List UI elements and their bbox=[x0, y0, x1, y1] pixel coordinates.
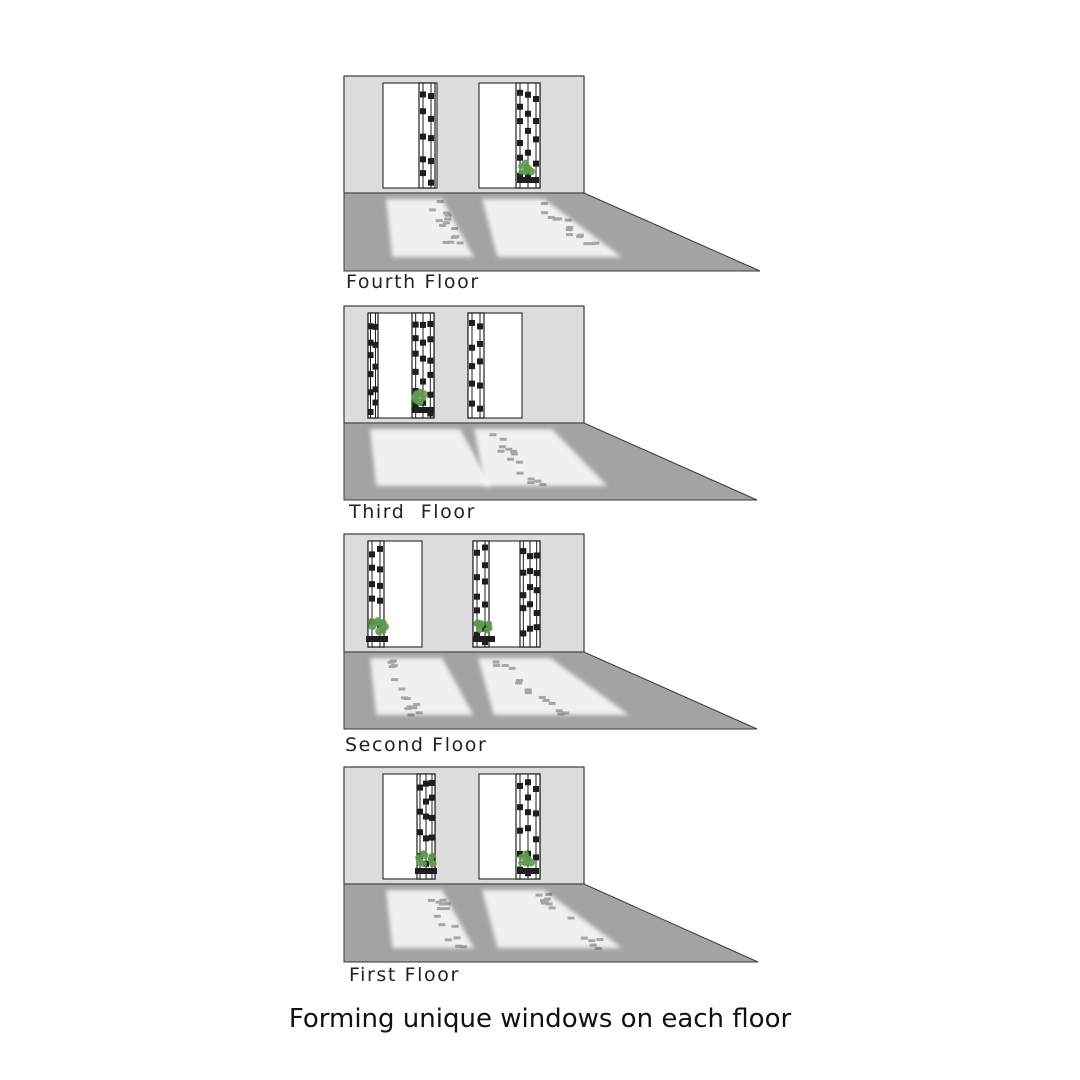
planter-1 bbox=[415, 850, 437, 874]
light-patch-2 bbox=[482, 890, 622, 948]
diagram-caption: Forming unique windows on each floor bbox=[288, 1004, 792, 1034]
shadow-pattern-2 bbox=[540, 202, 600, 246]
light-patch-1 bbox=[370, 658, 474, 715]
planter-1 bbox=[366, 617, 389, 642]
planter-2 bbox=[473, 619, 495, 642]
shadow-pattern-2 bbox=[492, 660, 570, 716]
light-patch-1 bbox=[386, 890, 474, 948]
shadow-pattern-1 bbox=[387, 659, 423, 717]
light-patch-2 bbox=[474, 429, 608, 486]
shadow-pattern-1 bbox=[428, 199, 464, 245]
wall bbox=[343, 75, 585, 194]
floor-section-3 bbox=[343, 533, 758, 730]
lattice-screen-2-1 bbox=[467, 312, 485, 419]
floor-label-fourth: Fourth Floor bbox=[346, 271, 480, 293]
shadow-pattern-2 bbox=[535, 892, 604, 950]
planter-1 bbox=[411, 388, 434, 413]
floor-label-third: Third Floor bbox=[349, 501, 477, 523]
floor-label-first: First Floor bbox=[349, 964, 460, 986]
light-patch-2 bbox=[482, 199, 622, 257]
light-patch-2 bbox=[478, 658, 630, 715]
floor-section-2 bbox=[343, 305, 758, 501]
light-patch-1 bbox=[370, 429, 492, 486]
lattice-screen-2-2 bbox=[519, 540, 541, 648]
floor-section-4 bbox=[343, 766, 759, 963]
lattice-screen-1-1 bbox=[367, 312, 379, 419]
planter-2 bbox=[517, 159, 539, 183]
wall bbox=[343, 766, 585, 885]
floor-label-second: Second Floor bbox=[345, 734, 488, 756]
shadow-pattern-1 bbox=[427, 898, 467, 949]
planter-2 bbox=[517, 850, 539, 874]
floor-section-1 bbox=[343, 75, 761, 272]
light-patch-1 bbox=[386, 199, 474, 257]
shadow-pattern-2 bbox=[489, 433, 547, 487]
lattice-screen-1-1 bbox=[418, 82, 436, 189]
